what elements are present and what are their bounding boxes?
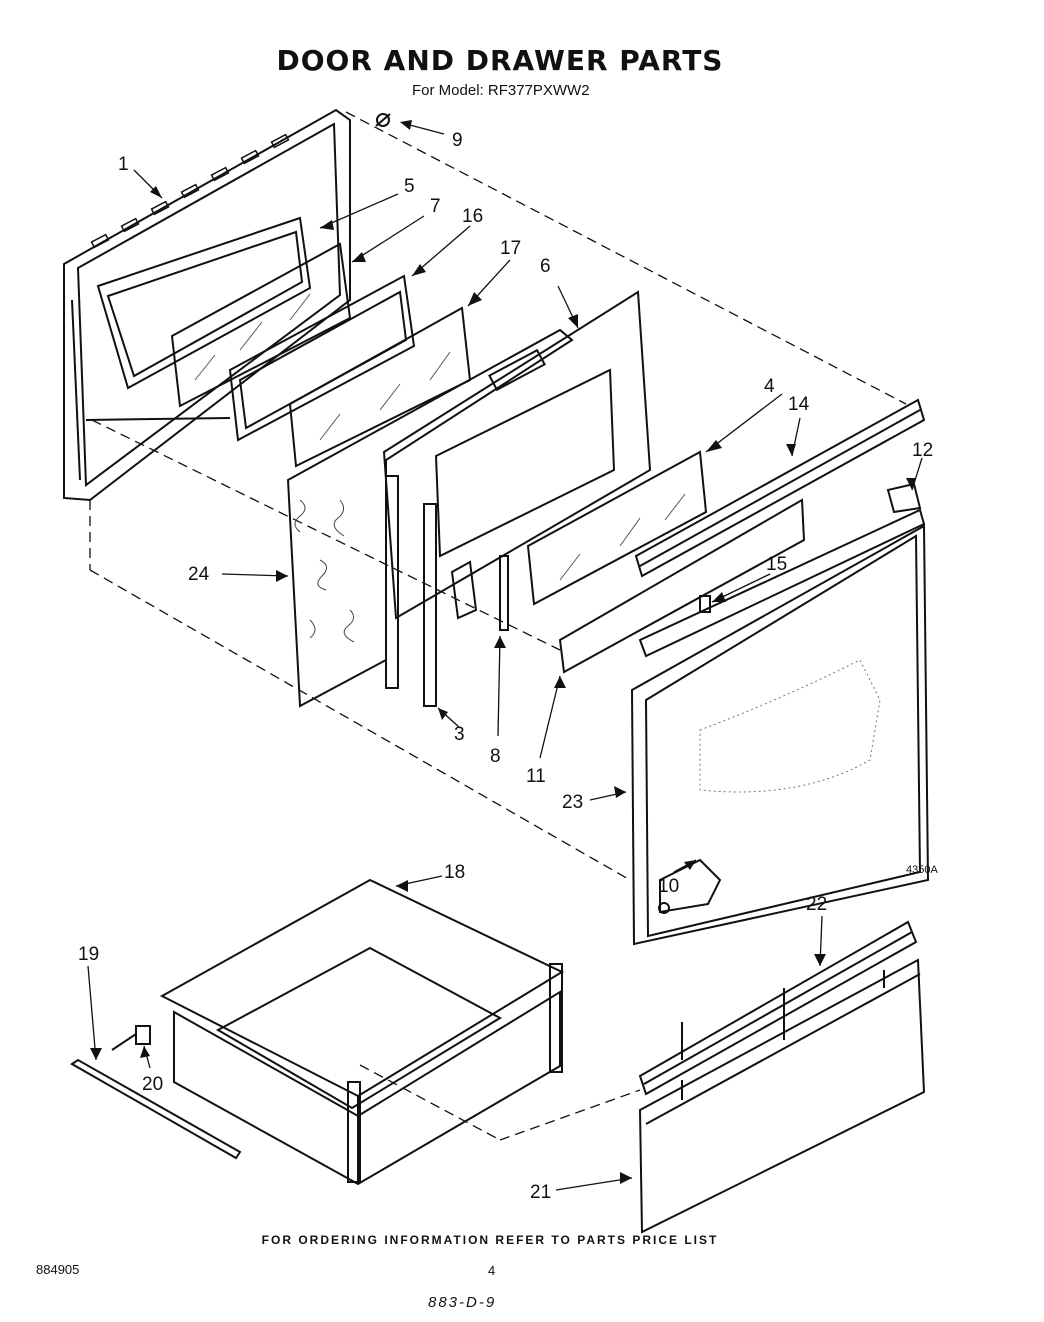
part-4-window-glass (526, 450, 708, 606)
part-21-drawer-front (638, 958, 926, 1234)
callout-20: 20 (142, 1074, 163, 1095)
callout-5: 5 (404, 176, 415, 197)
callout-17: 17 (500, 238, 521, 259)
model-subtitle: For Model: RF377PXWW2 (412, 82, 590, 99)
callout-10: 10 (658, 876, 679, 897)
part-1-outer-door-frame (63, 108, 351, 502)
callout-19: 19 (78, 944, 99, 965)
callout-9: 9 (452, 130, 463, 151)
leader-lines (87, 123, 923, 1191)
callout-21: 21 (530, 1182, 551, 1203)
ordering-footer: FOR ORDERING INFORMATION REFER TO PARTS … (261, 1233, 719, 1247)
part-12-end-cap (886, 482, 922, 514)
part-23-outer-door-panel (630, 524, 930, 946)
callout-6: 6 (540, 256, 551, 277)
callout-11: 11 (526, 766, 546, 787)
callout-18: 18 (444, 862, 465, 883)
callout-22: 22 (806, 894, 827, 915)
part-19-drawer-rail (70, 1058, 242, 1160)
part-18-drawer-body (159, 878, 565, 1186)
part-9-screw (375, 113, 391, 127)
part-14-handle (634, 398, 926, 578)
part-3-side-strips (385, 475, 437, 707)
callout-1: 1 (118, 154, 129, 175)
part-15-clip (638, 508, 926, 658)
page-number: 4 (488, 1263, 496, 1278)
diagram-code: 4350A (906, 864, 938, 876)
callout-16: 16 (462, 206, 483, 227)
callout-numbers: 1 3 4 5 6 7 8 9 10 11 12 14 15 16 17 18 … (78, 130, 933, 1203)
part-5-window-frame (96, 216, 312, 390)
callout-3: 3 (454, 724, 465, 745)
part-24-insulation (286, 328, 574, 708)
document-number: 884905 (36, 1262, 80, 1277)
part-8-bracket (450, 555, 509, 631)
handwritten-note: 883-D-9 (428, 1294, 497, 1311)
callout-15: 15 (766, 554, 787, 575)
alignment-lines (89, 111, 907, 1141)
part-16-glass-pack (228, 274, 416, 442)
part-20-glide (111, 1025, 151, 1051)
callout-12: 12 (912, 440, 933, 461)
part-22-drawer-handle (638, 920, 918, 1096)
callout-23: 23 (562, 792, 583, 813)
callout-7: 7 (430, 196, 441, 217)
callout-24: 24 (188, 564, 210, 585)
page-title: DOOR AND DRAWER PARTS (276, 44, 724, 77)
part-11-vent-shield (558, 498, 806, 674)
part-17-glass (288, 306, 472, 468)
callout-14: 14 (788, 394, 810, 415)
leader-arrowheads (90, 120, 916, 1184)
callout-8: 8 (490, 746, 501, 767)
callout-4: 4 (764, 376, 775, 397)
part-7-inner-glass (170, 242, 352, 408)
part-6-inner-door-panel (382, 290, 652, 620)
